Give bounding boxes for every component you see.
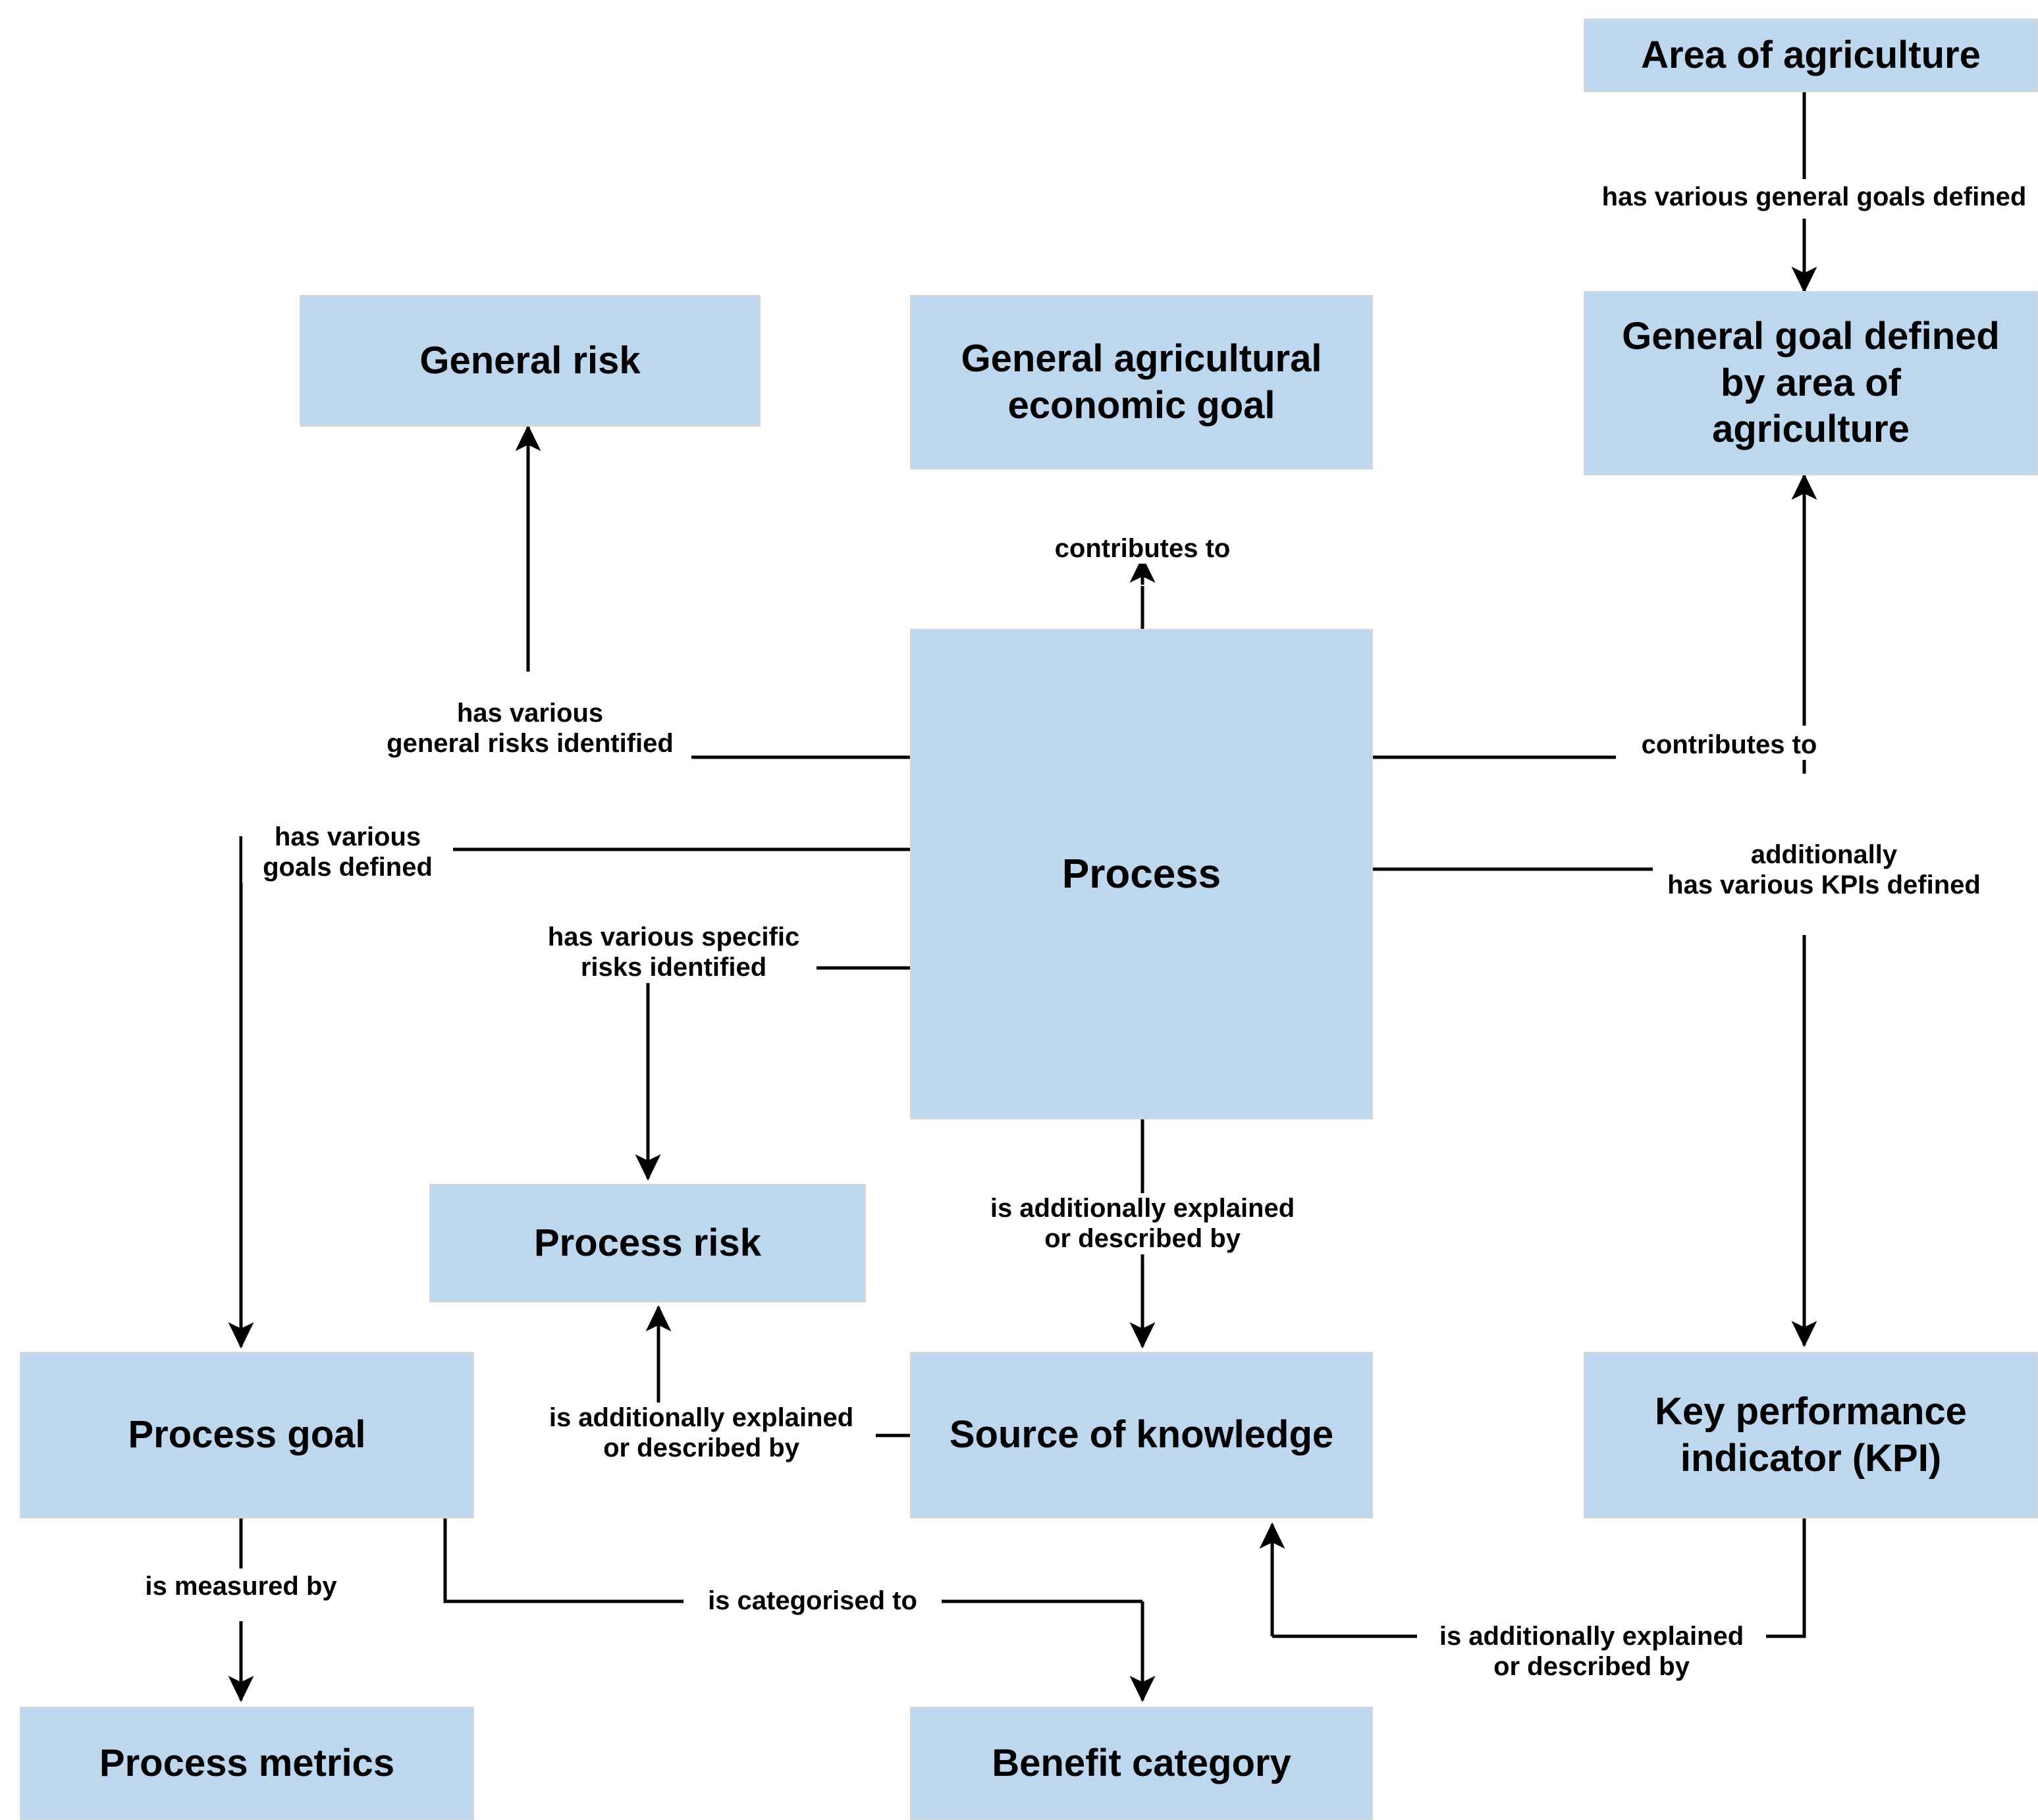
node-general-goal-defined-by-area-label: General goal defined by area of agricult…	[1622, 314, 2000, 451]
node-general-agricultural-economic-goal[interactable]: General agricultural economic goal	[910, 295, 1373, 469]
node-process-goal[interactable]: Process goal	[20, 1352, 474, 1518]
edge-process-goal-to-benefit	[443, 1518, 685, 1603]
node-process-risk[interactable]: Process risk	[429, 1184, 866, 1302]
node-source-of-knowledge[interactable]: Source of knowledge	[910, 1352, 1373, 1518]
node-process-risk-label: Process risk	[533, 1221, 762, 1264]
edge-label-has-various-general-risks-identified: has various general risks identified	[369, 698, 691, 759]
node-general-risk[interactable]: General risk	[300, 295, 761, 427]
node-process-metrics-label: Process metrics	[99, 1741, 395, 1784]
edge-label-is-additionally-explained-kpi: is additionally explained or described b…	[1417, 1621, 1766, 1682]
node-benefit-category-label: Benefit category	[992, 1741, 1291, 1784]
node-key-performance-indicator-label: Key performance indicator (KPI)	[1655, 1389, 1967, 1480]
node-key-performance-indicator[interactable]: Key performance indicator (KPI)	[1584, 1352, 2038, 1518]
edge-label-is-additionally-explained-source: is additionally explained or described b…	[527, 1403, 876, 1464]
edge-label-has-various-goals-defined: has various goals defined	[242, 822, 453, 883]
node-process-label: Process	[1061, 851, 1221, 897]
edge-label-has-various-specific-risks-identified: has various specific risks identified	[532, 922, 815, 983]
edge-label-is-categorised-to: is categorised to	[684, 1586, 942, 1617]
edge-label-contributes-to-center: contributes to	[1024, 533, 1261, 564]
edge-kpi-to-source	[1674, 1518, 1806, 1638]
node-process-goal-label: Process goal	[128, 1413, 366, 1457]
node-general-risk-label: General risk	[419, 338, 641, 382]
node-general-goal-defined-by-area[interactable]: General goal defined by area of agricult…	[1584, 291, 2038, 475]
node-benefit-category[interactable]: Benefit category	[910, 1707, 1373, 1820]
edge-label-additionally-has-various-kpis-defined: additionally has various KPIs defined	[1653, 840, 1995, 901]
edge-label-contributes-to-right: contributes to	[1624, 730, 1835, 761]
edge-label-is-additionally-explained-process: is additionally explained or described b…	[968, 1193, 1317, 1254]
node-area-of-agriculture[interactable]: Area of agriculture	[1584, 18, 2038, 92]
node-process[interactable]: Process	[910, 629, 1373, 1119]
edge-label-has-various-general-goals-defined: has various general goals defined	[1594, 182, 2035, 213]
edge-label-is-measured-by: is measured by	[122, 1571, 360, 1602]
node-area-of-agriculture-label: Area of agriculture	[1641, 33, 1981, 76]
node-source-of-knowledge-label: Source of knowledge	[949, 1413, 1334, 1457]
node-process-metrics[interactable]: Process metrics	[20, 1707, 474, 1820]
node-general-agricultural-economic-goal-label: General agricultural economic goal	[961, 336, 1322, 427]
